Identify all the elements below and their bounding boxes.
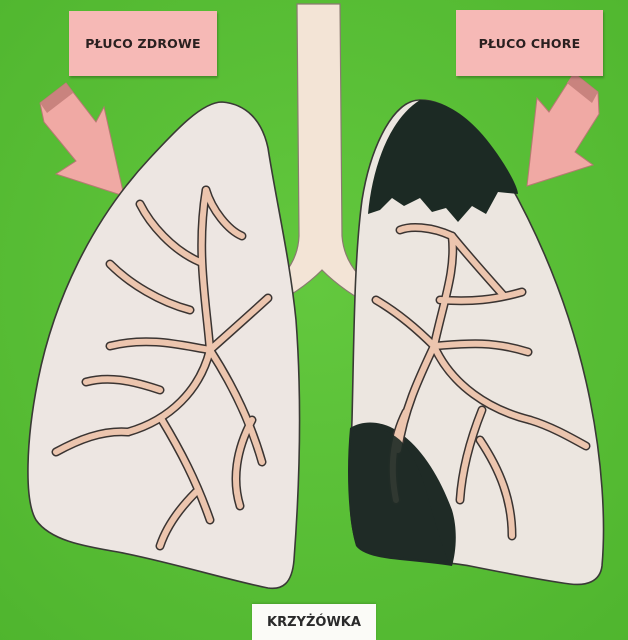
healthy-lung-label: PŁUCO ZDROWE xyxy=(69,11,217,76)
sick-lung-label: PŁUCO CHORE xyxy=(456,10,603,76)
crossword-label: KRZYŻÓWKA xyxy=(252,604,376,640)
